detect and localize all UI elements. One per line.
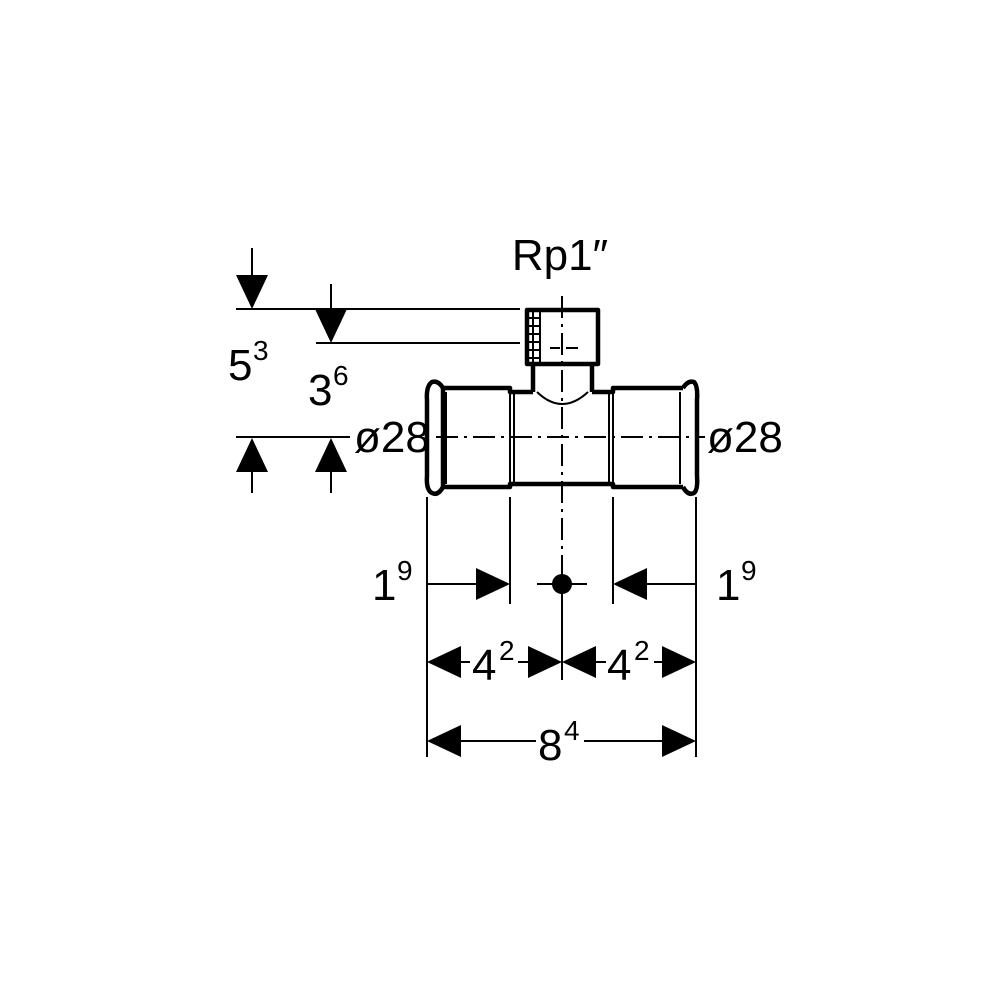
- center-point: [552, 574, 572, 594]
- diameter-left-label: ø28: [354, 413, 430, 462]
- half-right-label: 4: [607, 641, 631, 690]
- half-right-label-sup: 2: [634, 635, 650, 666]
- half-left-label: 4: [472, 641, 496, 690]
- socket-left-label: 1: [372, 561, 396, 610]
- height-inner-label: 3: [308, 366, 332, 415]
- socket-depth-left: 1 9: [372, 555, 510, 610]
- half-length-left: 4 2: [427, 635, 562, 690]
- socket-left-label-sup: 9: [397, 555, 413, 586]
- thread-size-label: Rp1″: [512, 231, 608, 280]
- height-outer-label-sup: 3: [253, 335, 269, 366]
- overall-label: 8: [538, 721, 562, 770]
- height-outer-label: 5: [228, 341, 252, 390]
- socket-depth-right: 1 9: [613, 555, 757, 610]
- half-left-label-sup: 2: [499, 635, 515, 666]
- height-dimension-outer: 5 3: [228, 248, 520, 493]
- height-dimension-inner: 3 6: [308, 284, 520, 493]
- overall-label-sup: 4: [564, 715, 580, 746]
- height-inner-label-sup: 6: [333, 360, 349, 391]
- half-length-right: 4 2: [562, 635, 696, 690]
- overall-length: 8 4: [427, 715, 696, 770]
- socket-right-label: 1: [716, 561, 740, 610]
- diameter-right-label: ø28: [707, 413, 783, 462]
- socket-right-label-sup: 9: [741, 555, 757, 586]
